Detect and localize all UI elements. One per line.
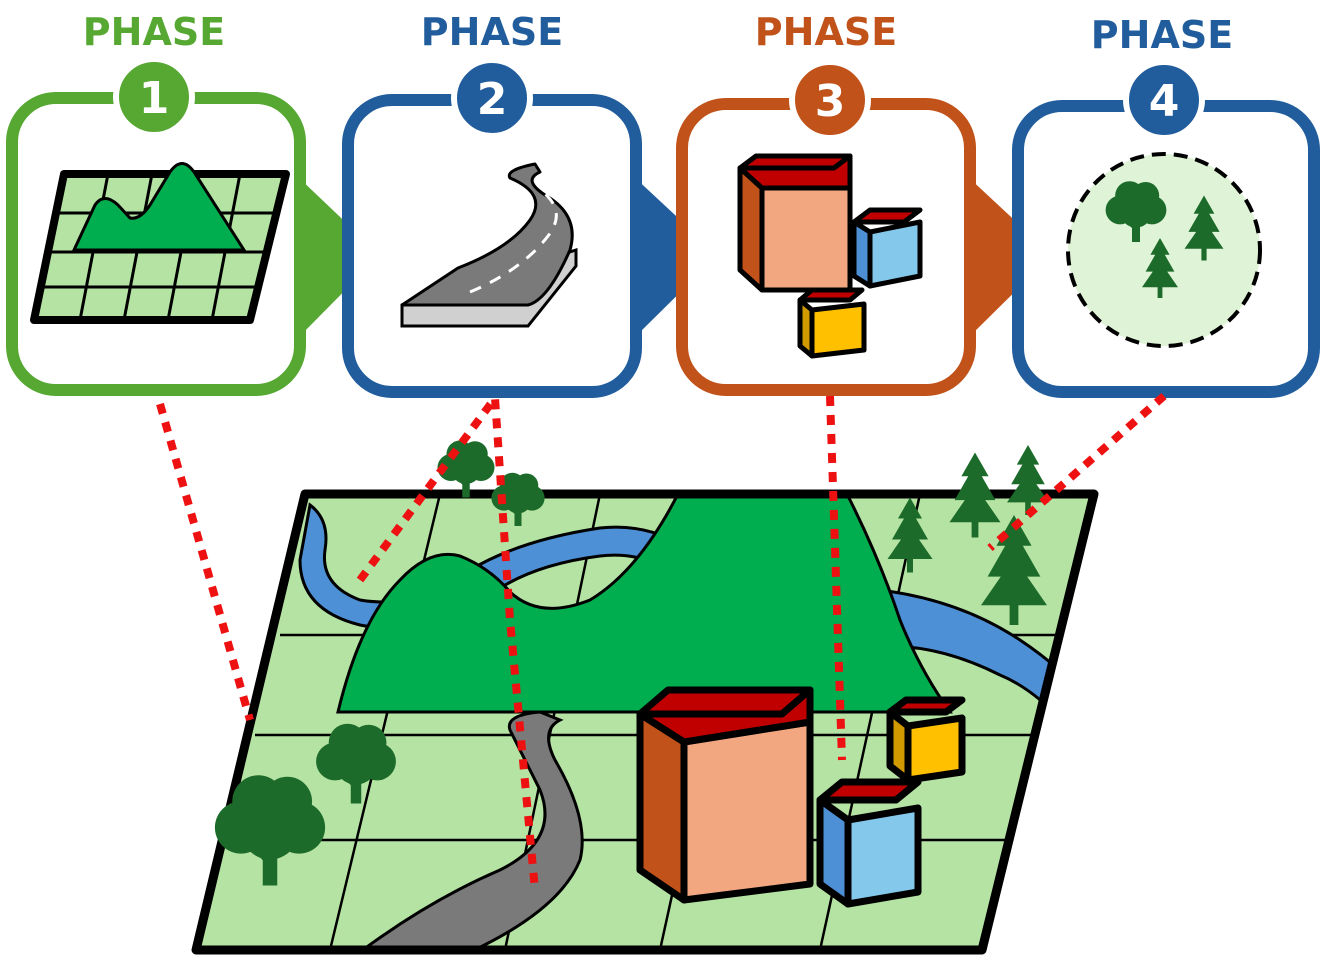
- connector-phase-4: [987, 392, 1167, 552]
- phase-1-label: PHASE: [83, 10, 225, 54]
- phase-3-label: PHASE: [755, 10, 897, 54]
- phase-1-arrow: [296, 175, 380, 340]
- phase-2-frame: [342, 94, 642, 398]
- mountain: [336, 494, 953, 714]
- road-icon: [400, 162, 578, 328]
- phase-4-card: PHASE 4: [1012, 13, 1320, 398]
- buildings-icon: [737, 153, 923, 359]
- phase-3-arrow: [966, 175, 1052, 340]
- connector-phase-3: [826, 395, 846, 761]
- phase-3-number: 3: [815, 76, 846, 127]
- phase-2-arrow: [632, 175, 718, 340]
- phase-1-badge: [113, 56, 195, 138]
- phase-2-label: PHASE: [421, 10, 563, 54]
- phase-2-badge: [451, 57, 533, 139]
- phase-3-badge: [789, 59, 871, 141]
- phase-4-badge: [1123, 59, 1205, 141]
- phase-2-number: 2: [477, 74, 508, 125]
- phase-3-card: PHASE 3: [676, 10, 1052, 396]
- map-buildings: [636, 686, 966, 908]
- road: [355, 710, 584, 950]
- connector-phase-1: [156, 402, 254, 722]
- phase-1-card: PHASE 1: [6, 10, 380, 396]
- vegetation-icon: [1066, 152, 1262, 348]
- landscape-map: [191, 438, 1099, 955]
- phase-2-card: PHASE 2: [342, 10, 718, 398]
- phase-connectors: [156, 386, 1167, 891]
- phase-1-number: 1: [139, 73, 170, 124]
- terrain-grid-icon: [30, 162, 290, 324]
- phase-4-label: PHASE: [1091, 13, 1233, 57]
- phase-4-number: 4: [1149, 76, 1180, 127]
